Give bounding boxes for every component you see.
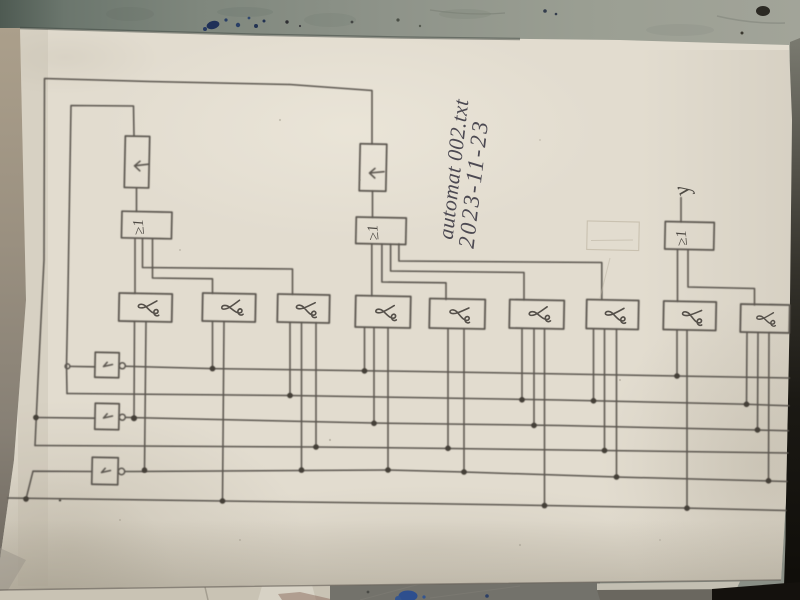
svg-text:≥1: ≥1 [365,224,382,241]
svg-text:≥1: ≥1 [674,229,691,246]
svg-text:≥1: ≥1 [131,218,148,235]
